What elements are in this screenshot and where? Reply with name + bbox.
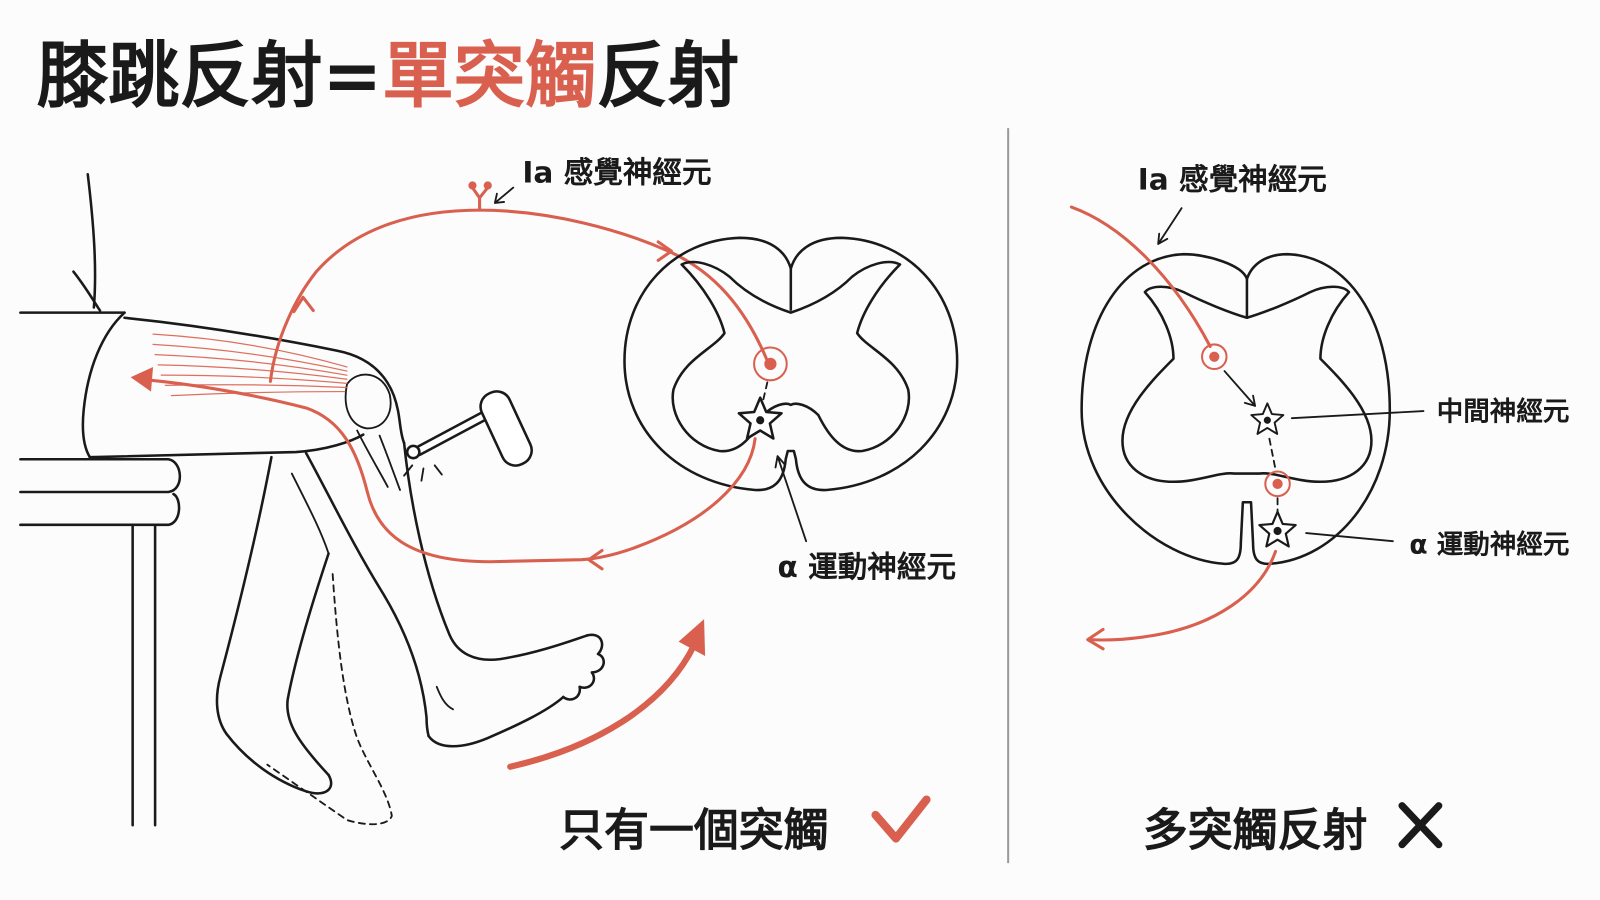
right-motor-neuron-nucleus: [1273, 526, 1282, 536]
right-first-synapse-ring: [1201, 343, 1228, 371]
impact-lines: [403, 464, 443, 482]
left-motor-label: α 運動神經元: [778, 549, 956, 584]
motor-arrowhead: [587, 548, 604, 571]
knee-tendon: [356, 429, 401, 491]
motor-neuron-nucleus: [756, 416, 765, 425]
muscle-fiber: [152, 333, 348, 368]
right-ia-sensory-axon: [1069, 205, 1212, 349]
check-icon: [871, 795, 931, 843]
kick-motion-arrow: [507, 642, 697, 770]
spinal-cord-outline: [1080, 252, 1392, 566]
motor-axon: [149, 378, 757, 564]
extended-foot-sole: [427, 695, 565, 748]
right-first-synapse-dot: [1209, 351, 1220, 362]
thigh-bottom-outline: [88, 433, 365, 459]
interneuron-label: 中間神經元: [1437, 396, 1570, 427]
muscle-fiber: [157, 364, 348, 380]
title-suffix: 反射: [596, 34, 739, 117]
hammer-head: [479, 390, 533, 467]
hammer-tip: [405, 444, 421, 460]
hanging-foot: [225, 732, 333, 795]
right-motor-pointer: [1305, 532, 1394, 543]
sensory-cell-body-fork: [470, 186, 490, 212]
interneuron-nucleus: [1263, 416, 1271, 424]
right-motor-axon: [1088, 549, 1278, 642]
muscle-fiber: [160, 374, 348, 384]
title-prefix: 膝跳反射: [37, 34, 323, 117]
synapse-ring: [753, 346, 788, 382]
left-sensory-label: Ia 感覺神經元: [522, 154, 711, 189]
left-sensory-pointer: [493, 186, 515, 204]
ia-sensory-pathway: [268, 181, 769, 383]
interneuron-to-synapse-link: [1268, 437, 1277, 471]
spinal-cord-left: [623, 236, 959, 492]
motor-pathway: [130, 366, 757, 571]
kneecap: [344, 373, 392, 430]
right-motor-arrowhead: [1086, 627, 1105, 651]
page-title: 膝跳反射=單突觸反射: [37, 34, 740, 117]
synapse-dot: [764, 357, 777, 371]
muscle-fiber: [154, 354, 348, 376]
leg-illustration: [19, 172, 605, 827]
extended-calf-back: [304, 451, 430, 738]
extended-toes: [561, 633, 605, 701]
quadriceps-muscle: [152, 333, 348, 397]
right-second-synapse-dot: [1272, 478, 1283, 489]
gray-matter: [671, 260, 911, 453]
ghost-leg-outline: [266, 573, 393, 826]
arm-outline: [72, 270, 102, 312]
chair-seat-top: [19, 457, 182, 494]
right-caption: 多突觸反射: [1143, 804, 1368, 857]
title-highlight: 單突觸: [382, 34, 596, 117]
synapse-to-motor-link: [762, 381, 769, 401]
spinal-cord-right: [1080, 252, 1392, 566]
gray-matter: [1121, 285, 1373, 484]
spinal-cord-outline: [623, 236, 959, 492]
right-sensory-label: Ia 感覺神經元: [1138, 162, 1327, 197]
left-panel: Ia 感覺神經元 α 運動神經元 只有一個突觸: [19, 154, 959, 857]
ankle-detail: [435, 685, 454, 711]
hanging-shin-front: [215, 455, 273, 736]
sensory-terminal-dot: [483, 181, 492, 190]
muscle-fiber: [170, 390, 346, 397]
back-outline: [86, 172, 97, 309]
toward-cord-arrowhead: [656, 240, 673, 262]
left-motor-pointer: [774, 455, 808, 543]
cross-icon: [1398, 802, 1443, 849]
shorts-hem: [81, 311, 126, 459]
kick-motion-arrowhead: [678, 619, 706, 657]
right-motor-label: α 運動神經元: [1409, 529, 1569, 560]
right-sensory-pointer: [1157, 207, 1183, 245]
ascending-arrowhead: [292, 295, 315, 314]
left-caption: 只有一個突觸: [559, 804, 828, 857]
sensory-terminal-dot: [468, 181, 477, 190]
hanging-calf-back: [286, 552, 330, 777]
right-panel: Ia 感覺神經元 中間神經元 α 運動神經元 多突觸反射: [1069, 162, 1570, 857]
title-equals: =: [322, 34, 382, 117]
thigh-top-outline: [123, 316, 406, 445]
muscle-arrowhead: [130, 366, 154, 392]
extended-shin-front: [402, 441, 589, 661]
right-second-synapse-ring: [1264, 470, 1291, 498]
interneuron-pointer: [1290, 410, 1425, 420]
hanging-knee-line: [290, 472, 330, 555]
ia-sensory-axon: [268, 208, 769, 383]
muscle-fiber: [152, 343, 348, 372]
reflex-hammer: [403, 390, 533, 482]
synapse-to-interneuron-arrow: [1223, 370, 1257, 407]
chair-seat-bottom: [19, 492, 181, 527]
